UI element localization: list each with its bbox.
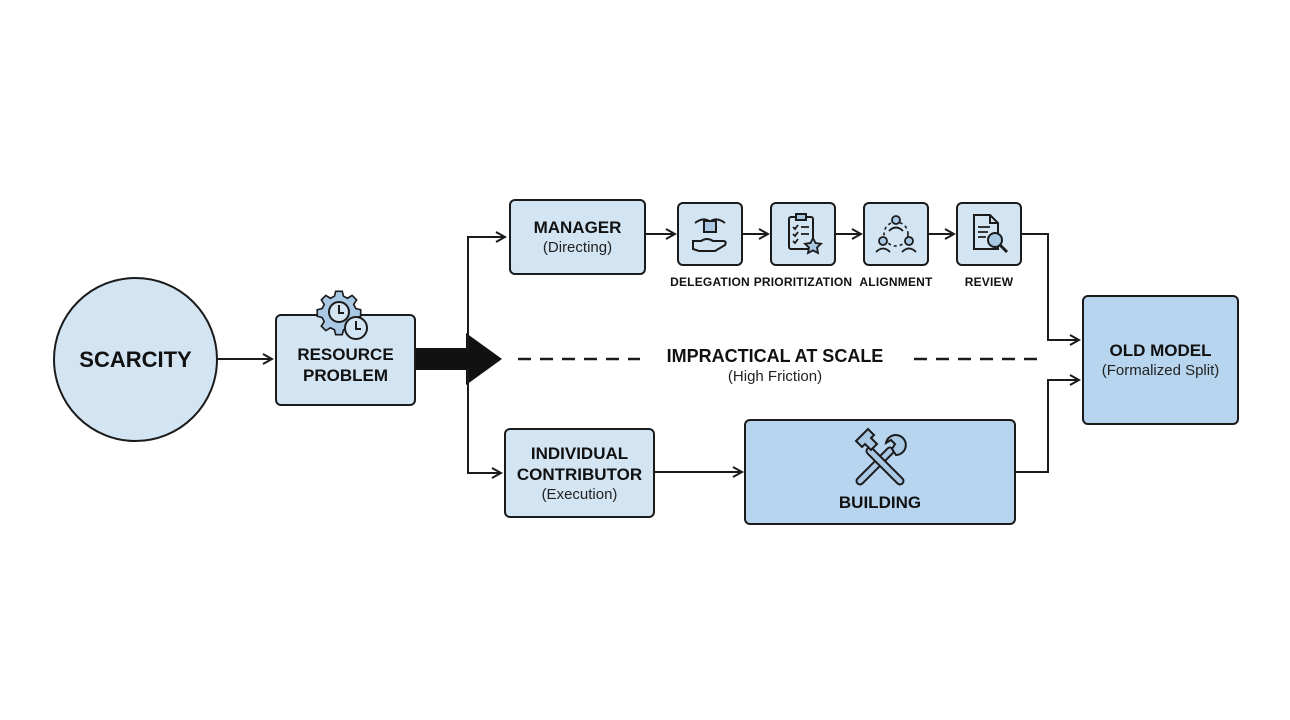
individual-line1: INDIVIDUAL	[530, 443, 629, 463]
individual-line2: CONTRIBUTOR	[516, 464, 643, 484]
arrow-review-to-old-model	[1022, 233, 1079, 340]
alignment-step	[863, 202, 929, 266]
gear-clock-icon	[316, 290, 368, 340]
scarcity-label: SCARCITY	[79, 346, 192, 372]
document-magnifier-icon	[973, 214, 1009, 254]
old-model-title: OLD MODEL	[1109, 341, 1212, 360]
impractical-subtitle: (High Friction)	[727, 368, 823, 385]
building-node: BUILDING	[744, 419, 1016, 525]
branch-to-manager	[467, 237, 505, 350]
people-network-icon	[875, 215, 917, 253]
branch-to-individual	[467, 368, 501, 473]
hammer-wrench-icon	[854, 427, 907, 486]
old-model-node: OLD MODEL (Formalized Split)	[1082, 295, 1239, 425]
delegation-label: DELEGATION	[670, 275, 750, 289]
individual-contributor-node: INDIVIDUAL CONTRIBUTOR (Execution)	[504, 428, 655, 518]
resource-label-line1: RESOURCE	[297, 345, 394, 364]
thick-arrow	[416, 333, 502, 385]
manager-subtitle: (Directing)	[542, 239, 613, 256]
old-model-subtitle: (Formalized Split)	[1101, 362, 1220, 379]
scarcity-node: SCARCITY	[53, 277, 218, 442]
manager-title: MANAGER	[533, 218, 622, 237]
resource-problem-node: RESOURCE PROBLEM	[275, 314, 416, 406]
review-step	[956, 202, 1022, 266]
review-label: REVIEW	[964, 275, 1014, 289]
alignment-label: ALIGNMENT	[859, 275, 933, 289]
manager-node: MANAGER (Directing)	[509, 199, 646, 275]
delegation-step	[677, 202, 743, 266]
prioritization-step	[770, 202, 836, 266]
impractical-label: IMPRACTICAL AT SCALE (High Friction)	[640, 346, 910, 386]
checklist-star-icon	[788, 213, 823, 255]
hand-box-icon	[692, 218, 727, 252]
individual-subtitle: (Execution)	[541, 485, 618, 503]
resource-label-line2: PROBLEM	[303, 366, 388, 385]
arrow-building-to-old-model	[1016, 380, 1079, 473]
building-label: BUILDING	[838, 493, 922, 512]
prioritization-label: PRIORITIZATION	[753, 275, 853, 289]
impractical-title: IMPRACTICAL AT SCALE	[666, 346, 884, 366]
